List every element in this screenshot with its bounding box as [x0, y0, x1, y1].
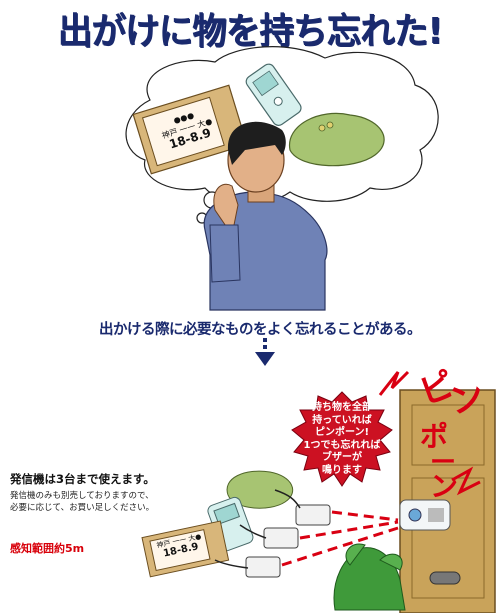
- thinking-man-illustration: [203, 121, 328, 311]
- transmitter-icon: [245, 556, 281, 578]
- burst-line: 持ち物を全部: [312, 402, 372, 413]
- card-device-icon: [141, 520, 230, 578]
- burst-line: ピンポーン!: [314, 427, 370, 438]
- cord: [214, 559, 249, 569]
- sound-effect-char: ン: [430, 470, 459, 503]
- note-line: 発信機のみも別売しておりますので、: [10, 491, 154, 501]
- note-line: 必要に応じて、お買い足しください。: [10, 503, 155, 513]
- headline: 出がけに物を持ち忘れた!: [57, 11, 443, 52]
- plant-illustration: [333, 543, 406, 611]
- sound-effect-char: ー: [430, 448, 457, 478]
- burst-line: ブザーが: [322, 452, 362, 463]
- receiver-device-icon: [399, 499, 451, 531]
- sound-effect-char: ポ: [420, 420, 449, 453]
- burst-line: 持っていれば: [312, 414, 372, 426]
- transmitter-icon: [263, 527, 299, 549]
- coin-purse-device-icon: [226, 470, 294, 509]
- signal-dash: [331, 510, 399, 522]
- cord: [274, 489, 301, 509]
- burst-line: 1つでも忘れれば: [303, 439, 381, 451]
- range-label: 感知範囲約5m: [10, 542, 85, 555]
- lightning-mark: [378, 370, 410, 396]
- lightning-mark: [451, 466, 481, 496]
- signal-dash: [299, 520, 399, 540]
- transmitter-icon: [295, 504, 331, 526]
- door-knob: [429, 571, 461, 585]
- signal-dash: [281, 526, 399, 567]
- down-arrow-icon: [255, 338, 275, 366]
- subheadline: 出かける際に必要なものをよく忘れることがある。: [99, 322, 422, 338]
- card-case-icon: [132, 84, 248, 175]
- coin-purse-icon: [289, 112, 385, 167]
- note-title: 発信機は3台まで使えます。: [10, 472, 155, 486]
- thought-bubble: [125, 46, 439, 204]
- burst-message: 持ち物を全部 持っていれば ピンポーン! 1つでも忘れれば ブザーが 鳴ります: [298, 402, 386, 477]
- mobile-phone-icon: [245, 63, 302, 126]
- message-burst: [291, 391, 393, 487]
- cord: [239, 524, 267, 539]
- burst-line: 鳴ります: [322, 464, 362, 476]
- note-body: 発信機のみも別売しておりますので、 必要に応じて、お買い足しください。: [10, 490, 190, 514]
